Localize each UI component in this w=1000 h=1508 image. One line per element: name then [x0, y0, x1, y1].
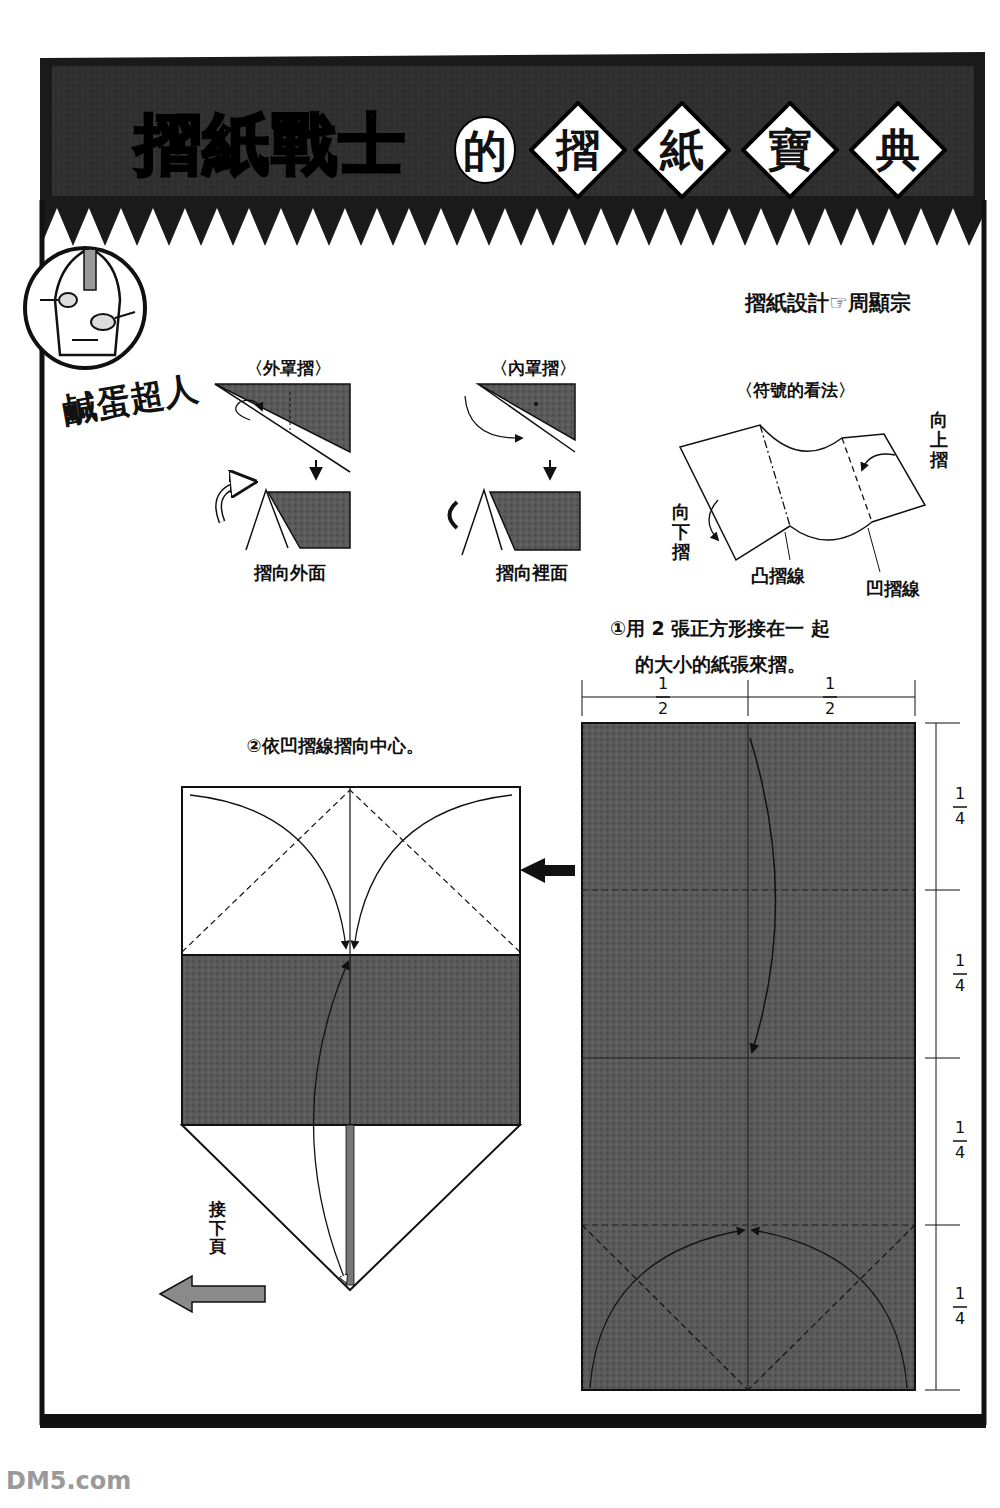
- fraction-denominator: 2: [820, 699, 840, 719]
- technique-caption: 摺向外面: [230, 562, 350, 585]
- fraction-bar: [953, 1140, 967, 1142]
- title-character: 寶: [741, 101, 839, 199]
- designer-credit: 摺紙設計☞周顯宗: [745, 290, 975, 316]
- banner-texture: [52, 66, 974, 196]
- title-diamond: 紙: [633, 101, 731, 199]
- fraction-numerator: 1: [950, 1284, 970, 1304]
- fraction-numerator: 1: [950, 1118, 970, 1138]
- fold-direction: 向下摺: [672, 502, 690, 561]
- title-diamond: 寶: [741, 101, 839, 199]
- line-type: 凸摺線: [733, 565, 823, 588]
- title-diamond: 典: [849, 101, 947, 199]
- step-instruction: ②依凹摺線摺向中心。: [205, 735, 465, 758]
- fraction-bar: [823, 696, 837, 698]
- model-name: 鹹蛋超人: [28, 361, 232, 438]
- fraction-bar: [953, 806, 967, 808]
- fraction-bar: [656, 696, 670, 698]
- fraction-denominator: 4: [950, 1309, 970, 1329]
- fraction-numerator: 1: [950, 951, 970, 971]
- next-page-note: 接下頁: [209, 1200, 226, 1256]
- fraction-numerator: 1: [653, 674, 673, 694]
- title-character: 紙: [633, 101, 731, 199]
- technique-heading: 〈外罩摺〉: [228, 358, 348, 379]
- fraction-denominator: 4: [950, 976, 970, 996]
- title-character: 摺: [529, 101, 627, 199]
- title-particle: 的: [455, 123, 515, 178]
- fraction-denominator: 4: [950, 1143, 970, 1163]
- fraction-bar: [953, 973, 967, 975]
- step-instruction: ①用 2 張正方形接在一 起的大小的紙張來摺。: [604, 610, 836, 682]
- title-character: 典: [849, 101, 947, 199]
- technique-caption: 摺向裡面: [472, 562, 592, 585]
- fold-direction: 向上摺: [930, 410, 948, 469]
- fraction-denominator: 2: [653, 699, 673, 719]
- fraction-denominator: 4: [950, 809, 970, 829]
- legend-heading: 〈符號的看法〉: [710, 380, 880, 401]
- fraction-numerator: 1: [950, 784, 970, 804]
- watermark: DM5.com: [6, 1466, 126, 1496]
- technique-heading: 〈內罩摺〉: [473, 358, 593, 379]
- fraction-numerator: 1: [820, 674, 840, 694]
- title-banner: [40, 52, 985, 246]
- line-type: 凹摺線: [848, 578, 938, 601]
- fraction-bar: [953, 1306, 967, 1308]
- title-diamond: 摺: [529, 101, 627, 199]
- title: 摺紙戰士: [135, 100, 407, 190]
